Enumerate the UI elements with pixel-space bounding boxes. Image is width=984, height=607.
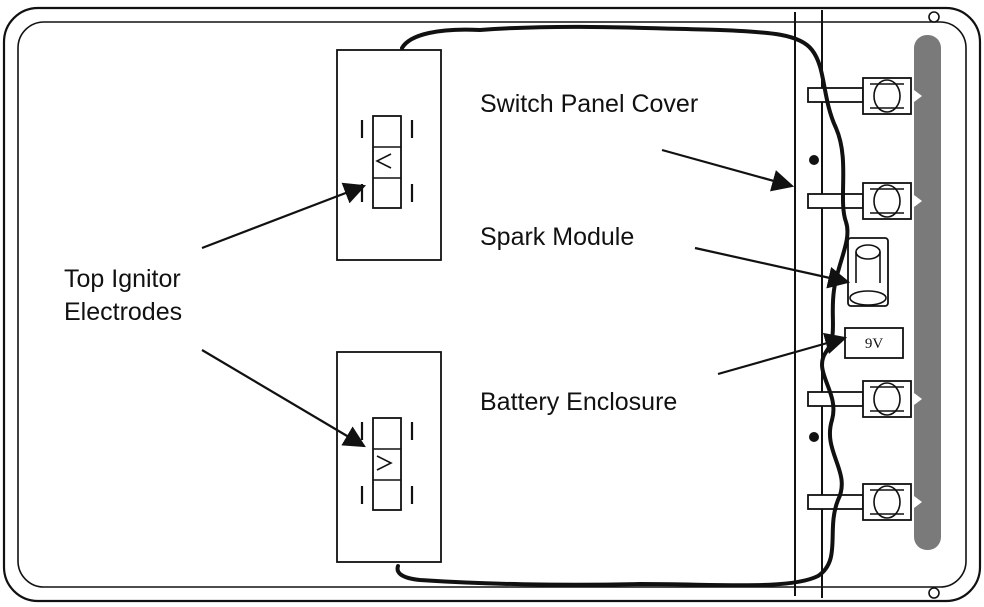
top-ignitor-arrow-lower bbox=[201, 349, 366, 448]
grill-inner-outline bbox=[17, 21, 967, 588]
corner-screw-bottom bbox=[928, 587, 940, 599]
burner-valve-4 bbox=[807, 483, 922, 521]
lower-ignitor-housing bbox=[336, 351, 442, 563]
cover-screw-lower bbox=[809, 432, 819, 442]
top-ignitor-arrow-upper bbox=[201, 182, 367, 250]
battery-enclosure: 9V bbox=[844, 327, 904, 359]
lower-electrode-tip-icon bbox=[376, 455, 393, 471]
spark-module-label: Spark Module bbox=[480, 223, 634, 251]
switch-panel-cover-label: Switch Panel Cover bbox=[480, 90, 698, 118]
switch-panel-cover-arrow bbox=[661, 148, 795, 192]
battery-enclosure-label: Battery Enclosure bbox=[480, 388, 677, 416]
burner-valve-2 bbox=[807, 182, 922, 220]
grill-outer-outline bbox=[2, 6, 982, 603]
burner-valve-3 bbox=[807, 380, 922, 418]
corner-screw-top bbox=[928, 11, 940, 23]
spark-module bbox=[847, 237, 889, 307]
upper-ignitor-housing bbox=[336, 49, 442, 261]
burner-valve-1 bbox=[807, 77, 922, 115]
knob-rail bbox=[914, 35, 941, 550]
spark-module-arrow bbox=[694, 246, 851, 289]
top-ignitor-label-line2: Electrodes bbox=[64, 298, 182, 326]
top-ignitor-label-line1: Top Ignitor bbox=[64, 265, 181, 293]
battery-voltage-label: 9V bbox=[865, 336, 884, 352]
ignitor-wire bbox=[395, 24, 850, 588]
battery-enclosure-arrow bbox=[717, 332, 848, 376]
upper-electrode-tip-icon bbox=[375, 153, 392, 169]
cover-screw-upper bbox=[809, 155, 819, 165]
